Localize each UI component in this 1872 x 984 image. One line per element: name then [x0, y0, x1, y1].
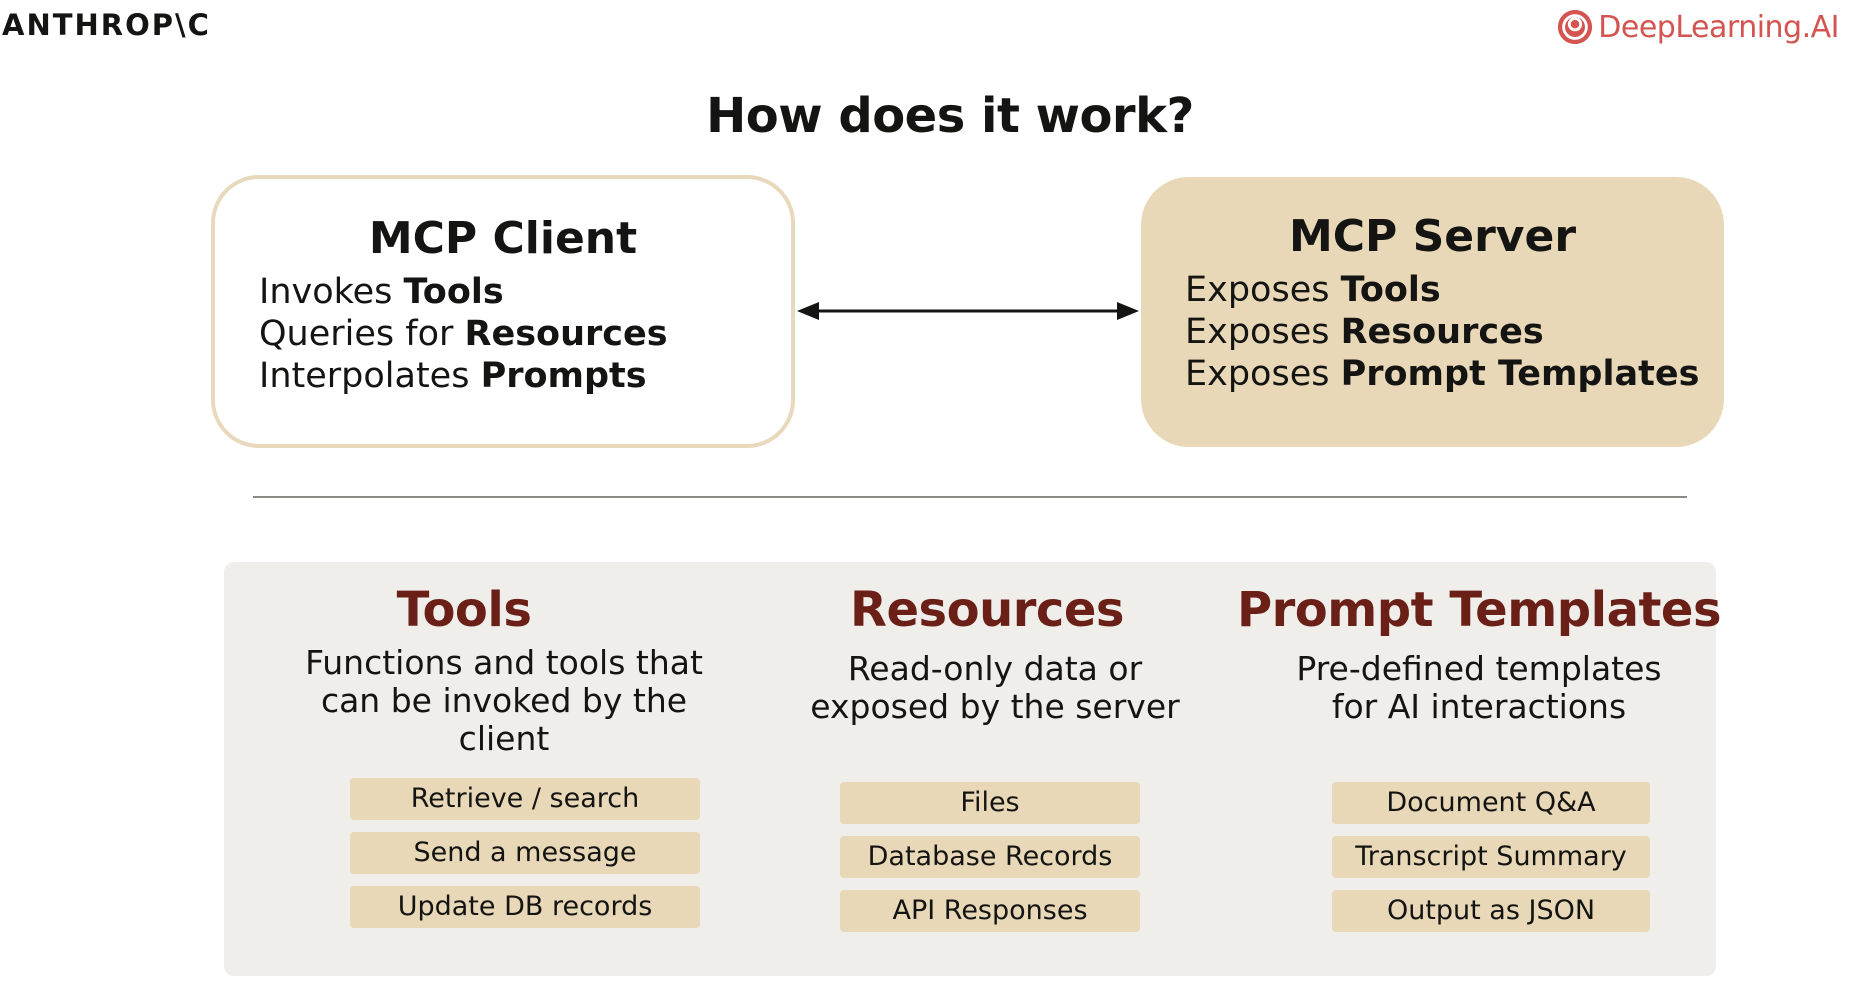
- tools-item: Send a message: [350, 832, 700, 874]
- mcp-server-line: Exposes Resources: [1185, 312, 1544, 352]
- mcp-client-line: Interpolates Prompts: [259, 356, 647, 396]
- prompt-templates-description: Pre-defined templates for AI interaction…: [1296, 649, 1662, 726]
- tools-item: Retrieve / search: [350, 778, 700, 820]
- mcp-server-title: MCP Server: [1288, 211, 1577, 262]
- mcp-client-capabilities: Invokes Tools Queries for Resources Inte…: [259, 271, 668, 397]
- mcp-server-line: Exposes Tools: [1185, 270, 1441, 310]
- prompt-templates-item: Output as JSON: [1332, 890, 1650, 932]
- resources-item: Database Records: [840, 836, 1140, 878]
- prompt-templates-item: Transcript Summary: [1332, 836, 1650, 878]
- mcp-server-box: MCP Server Exposes Tools Exposes Resourc…: [1141, 177, 1724, 447]
- mcp-client-title: MCP Client: [368, 213, 638, 264]
- mcp-client-line: Queries for Resources: [259, 314, 668, 354]
- deeplearning-ai-icon: [1558, 9, 1593, 45]
- tools-description: Functions and tools that can be invoked …: [305, 643, 703, 758]
- primitives-panel: Tools Functions and tools that can be in…: [224, 562, 1722, 976]
- bidirectional-arrow: [797, 302, 1139, 320]
- prompt-templates-title: Prompt Templates: [1236, 582, 1722, 638]
- section-divider: [253, 496, 1687, 498]
- mcp-server-capabilities: Exposes Tools Exposes Resources Exposes …: [1185, 269, 1699, 395]
- tools-item: Update DB records: [350, 886, 700, 928]
- anthropic-logo: ANTHROP\C: [2, 8, 211, 42]
- resources-item: Files: [840, 782, 1140, 824]
- resources-description: Read-only data or exposed by the server: [810, 649, 1180, 726]
- mcp-server-line: Exposes Prompt Templates: [1185, 354, 1700, 394]
- prompt-templates-item: Document Q&A: [1332, 782, 1650, 824]
- mcp-client-box: MCP Client Invokes Tools Queries for Res…: [211, 175, 795, 448]
- page-title: How does it work?: [706, 88, 1194, 144]
- resources-item: API Responses: [840, 890, 1140, 932]
- mcp-client-line: Invokes Tools: [259, 272, 504, 312]
- deeplearning-ai-logo: DeepLearning.AI: [1556, 8, 1839, 46]
- resources-title: Resources: [850, 582, 1124, 638]
- deeplearning-ai-wordmark: DeepLearning.AI: [1598, 9, 1839, 45]
- tools-title: Tools: [396, 582, 532, 638]
